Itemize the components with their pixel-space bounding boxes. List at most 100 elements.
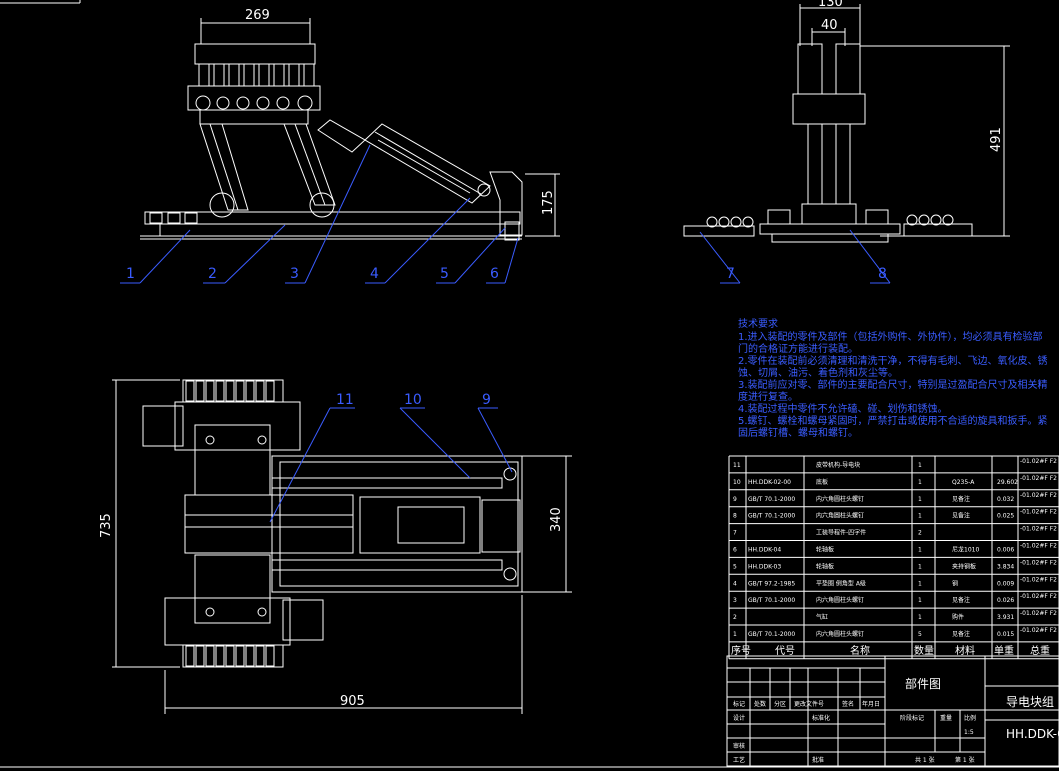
bom-cell-weight: 0.015 bbox=[997, 631, 1014, 638]
bom-cell-qty: 1 bbox=[918, 563, 922, 570]
tb-ratio: 比例 bbox=[964, 714, 976, 722]
tech-line: 固后螺钉槽、螺母和螺钉。 bbox=[738, 426, 858, 439]
bom-cell-note: -01.02#F F2 bbox=[1020, 559, 1057, 566]
tech-line: 度进行复查。 bbox=[738, 390, 798, 403]
bom-cell-material: 见备注 bbox=[952, 512, 970, 520]
tb-sign: 签名 bbox=[842, 700, 854, 708]
bom-cell-material: 见备注 bbox=[952, 630, 970, 638]
bom-cell-code: GB/T 70.1-2000 bbox=[748, 597, 795, 604]
balloon-7: 7 bbox=[726, 266, 735, 282]
bom-cell-no: 9 bbox=[733, 496, 737, 503]
bom-cell-name: 底板 bbox=[816, 478, 828, 486]
bom-cell-code: GB/T 70.1-2000 bbox=[748, 496, 795, 503]
bom-cell-qty: 1 bbox=[918, 479, 922, 486]
bom-cell-name: 内六角圆柱头螺钉 bbox=[816, 512, 864, 520]
bom-cell-no: 7 bbox=[733, 530, 737, 537]
product-name: 导电块组 bbox=[1006, 695, 1054, 709]
bom-cell-qty: 1 bbox=[918, 462, 922, 469]
bom-cell-note: -01.02#F F2 bbox=[1020, 458, 1057, 465]
bom-header-no: 序号 bbox=[731, 644, 751, 657]
bom-cell-material: Q235-A bbox=[952, 479, 975, 486]
bom-cell-note: -01.02#F F2 bbox=[1020, 543, 1057, 550]
bom-cell-material: 夹持钢板 bbox=[952, 562, 976, 570]
bom-cell-qty: 1 bbox=[918, 614, 922, 621]
bom-header-qty: 数量 bbox=[914, 644, 934, 657]
bom-cell-qty: 2 bbox=[918, 530, 922, 537]
tb-role-process: 工艺 bbox=[733, 756, 745, 764]
bom-header-unit: 单重 bbox=[994, 644, 1014, 657]
bom-cell-code: GB/T 70.1-2000 bbox=[748, 631, 795, 638]
balloon-6: 6 bbox=[490, 266, 499, 282]
bom-cell-weight: 0.026 bbox=[997, 597, 1014, 604]
bom-cell-qty: 5 bbox=[918, 631, 922, 638]
bom-cell-material: 购件 bbox=[952, 613, 964, 621]
bom-cell-note: -01.02#F F2 bbox=[1020, 509, 1057, 516]
bom-cell-no: 8 bbox=[733, 513, 737, 520]
bom-cell-no: 2 bbox=[733, 614, 737, 621]
dim-340: 340 bbox=[549, 507, 564, 532]
bom-cell-code: HH.DDK-04 bbox=[748, 547, 781, 554]
bom-cell-qty: 1 bbox=[918, 496, 922, 503]
balloon-11: 11 bbox=[336, 392, 354, 408]
bom-header-code: 代号 bbox=[775, 645, 795, 657]
balloon-9: 9 bbox=[482, 392, 491, 408]
balloon-1: 1 bbox=[126, 266, 135, 282]
tb-date: 年月日 bbox=[862, 700, 880, 708]
tb-approve: 批准 bbox=[812, 756, 824, 764]
tb-weight: 重量 bbox=[940, 714, 952, 722]
balloon-2: 2 bbox=[208, 266, 217, 282]
tech-line: 门的合格证方能进行装配。 bbox=[738, 342, 858, 355]
bom-cell-note: -01.02#F F2 bbox=[1020, 526, 1057, 533]
bom-cell-weight: 3.834 bbox=[997, 563, 1014, 570]
plan-view: 735 340 905 bbox=[99, 379, 572, 714]
bom-cell-name: 工装导程件-四字件 bbox=[816, 529, 866, 537]
bom-cell-code: HH.DDK-03 bbox=[748, 563, 781, 570]
dim-130: 130 bbox=[818, 0, 843, 10]
bom-cell-weight: 0.032 bbox=[997, 496, 1014, 503]
bom-cell-note: -01.02#F F2 bbox=[1020, 627, 1057, 634]
bom-cell-note: -01.02#F F2 bbox=[1020, 475, 1057, 482]
bom-cell-no: 10 bbox=[733, 479, 741, 486]
tech-line: 2.零件在装配前必须清理和清洗干净，不得有毛刺、飞边、氧化皮、锈 bbox=[738, 354, 1048, 367]
tech-line: 蚀、切屑、油污、着色剂和灰尘等。 bbox=[738, 366, 898, 379]
balloon-4: 4 bbox=[370, 266, 379, 282]
tb-change: 更改文件号 bbox=[794, 700, 824, 708]
bom-cell-name: 轮轴板 bbox=[816, 546, 834, 554]
bom-cell-note: -01.02#F F2 bbox=[1020, 610, 1057, 617]
dim-40: 40 bbox=[821, 18, 838, 33]
bom-header-total: 总重 bbox=[1030, 644, 1050, 657]
bom-cell-weight: 29.602 bbox=[997, 479, 1018, 486]
bom-cell-name: 内六角圆柱头螺钉 bbox=[816, 596, 864, 604]
bom-cell-name: 内六角圆柱头螺钉 bbox=[816, 630, 864, 638]
tech-line: 3.装配前应对零、部件的主要配合尺寸，特别是过盈配合尺寸及相关精 bbox=[738, 378, 1048, 391]
tb-role-review: 审核 bbox=[733, 742, 745, 750]
bom-cell-no: 6 bbox=[733, 547, 737, 554]
bom-cell-name: 皮带机构-导电块 bbox=[816, 461, 860, 469]
bom-cell-code: HH.DDK-02-00 bbox=[748, 479, 791, 486]
bom-cell-code: GB/T 70.1-2000 bbox=[748, 513, 795, 520]
bom-cell-name: 平垫圈 倒角型 A级 bbox=[816, 579, 866, 587]
side-view: 269 bbox=[120, 8, 560, 284]
bom-cell-weight: 0.006 bbox=[997, 547, 1014, 554]
bom-header-material: 材料 bbox=[955, 644, 975, 657]
front-view: 130 40 491 bbox=[683, 0, 1010, 284]
bom-cell-note: -01.02#F F2 bbox=[1020, 576, 1057, 583]
bom-header-name: 名称 bbox=[850, 644, 870, 657]
dim-905: 905 bbox=[340, 694, 365, 709]
bom-cell-note: -01.02#F F2 bbox=[1020, 593, 1057, 600]
bom-cell-no: 11 bbox=[733, 462, 741, 469]
tb-zone: 分区 bbox=[774, 700, 786, 708]
bom-cell-material: 钢 bbox=[952, 579, 958, 587]
tb-sheet: 共 1 张 bbox=[915, 756, 935, 764]
bom-cell-material: 尼龙1010 bbox=[952, 546, 979, 554]
tb-standard: 标准化 bbox=[812, 714, 830, 722]
tb-count: 处数 bbox=[754, 700, 766, 708]
bom-cell-qty: 1 bbox=[918, 547, 922, 554]
dim-491: 491 bbox=[989, 127, 1004, 152]
bom-cell-code: GB/T 97.2-1985 bbox=[748, 580, 795, 587]
bom-cell-qty: 1 bbox=[918, 580, 922, 587]
bom-cell-material: 见备注 bbox=[952, 596, 970, 604]
bom-cell-material: 见备注 bbox=[952, 495, 970, 503]
